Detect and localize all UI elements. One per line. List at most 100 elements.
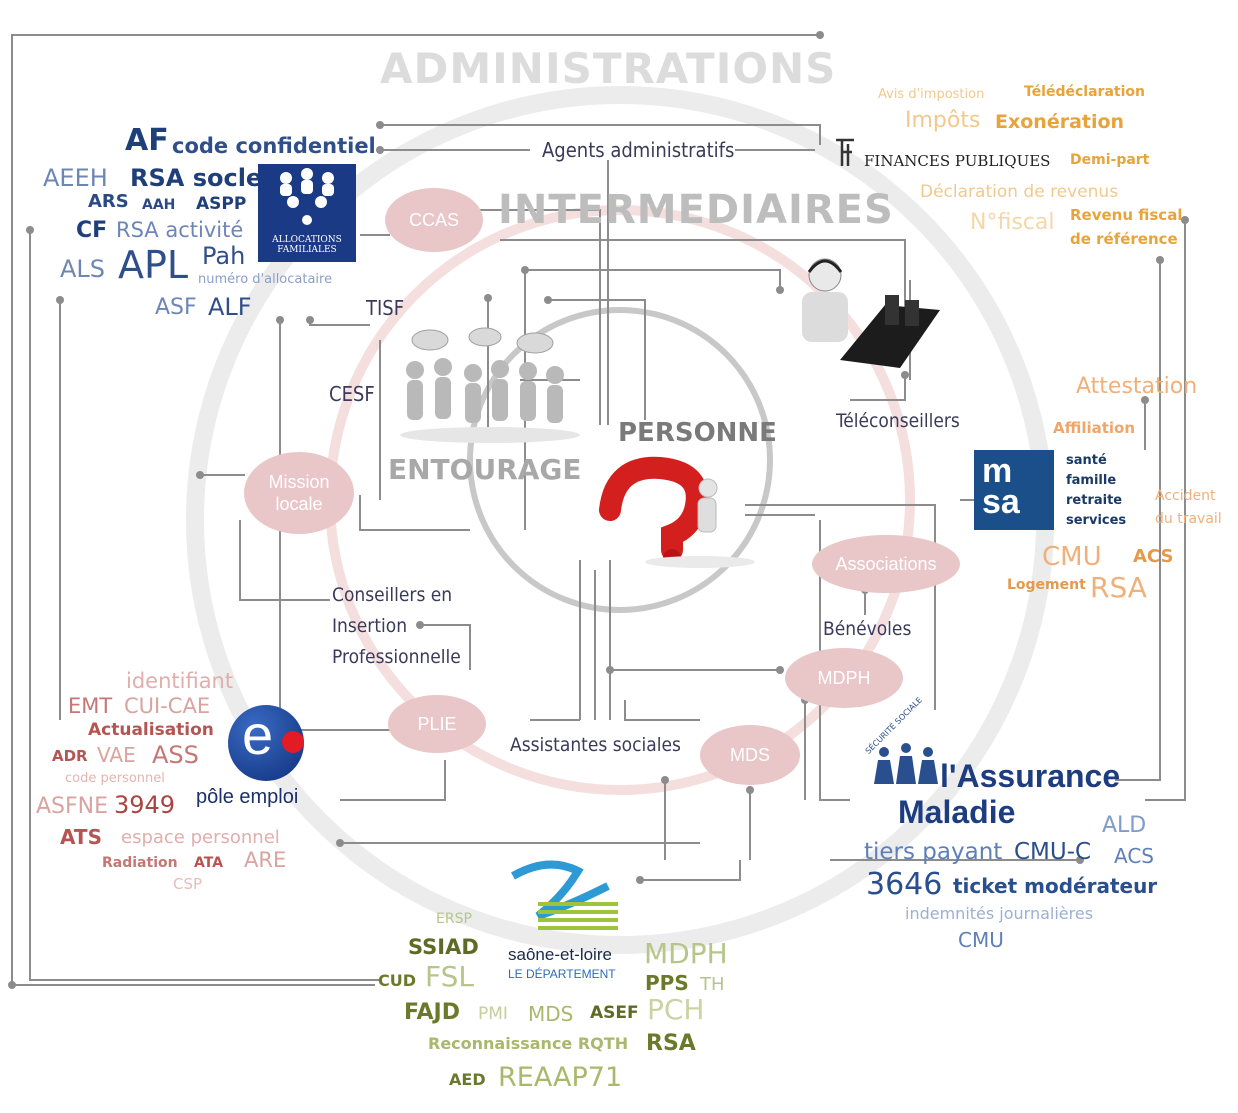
role-conseillers-3: Professionnelle	[332, 646, 461, 668]
caf-word-ars: ARS	[88, 191, 129, 212]
dept-word-ersp: ERSP	[436, 911, 472, 927]
pole-word-identifiant: identifiant	[126, 669, 234, 693]
role-cesf: CESF	[329, 382, 375, 406]
dept-word-asef: ASEF	[590, 1003, 639, 1023]
pole-word-asfne: ASFNE	[36, 794, 109, 819]
pole-emploi-red-dot	[282, 731, 304, 753]
administrations-heading: ADMINISTRATIONS	[380, 44, 837, 93]
caf-word-af: AF	[125, 123, 169, 158]
fin-word-nfiscal: N°fiscal	[970, 210, 1055, 235]
ameli-word-ticket: ticket modérateur	[953, 874, 1158, 898]
msa-line-famille: famille	[1066, 473, 1117, 488]
departement-logo-icon[interactable]	[508, 856, 620, 938]
dept-word-rsa: RSA	[646, 1031, 696, 1056]
teleconseillers-illustration	[802, 258, 940, 368]
msa-word-accident: Accident	[1155, 488, 1216, 504]
msa-line-services: services	[1066, 513, 1127, 528]
role-teleconseillers: Téléconseillers	[836, 410, 960, 432]
caf-logo-line1: ALLOCATIONS	[272, 235, 342, 245]
ameli-line1[interactable]: l'Assurance	[940, 758, 1121, 794]
departement-sub: LE DÉPARTEMENT	[508, 967, 616, 981]
dept-word-ssiad: SSIAD	[408, 935, 479, 959]
pole-word-radiation: Radiation	[102, 855, 178, 871]
pole-word-actualisation: Actualisation	[88, 720, 214, 740]
ccas-bubble[interactable]: CCAS	[385, 188, 483, 252]
role-assistantes: Assistantes sociales	[510, 734, 681, 756]
pole-word-ata: ATA	[194, 855, 224, 871]
msa-word-attestation: Attestation	[1076, 374, 1198, 399]
msa-word-affiliation: Affiliation	[1053, 419, 1136, 437]
msa-word-rsa: RSA	[1090, 571, 1147, 604]
msa-word-acs: ACS	[1133, 546, 1174, 567]
caf-logo[interactable]: ALLOCATIONS FAMILIALES	[258, 164, 356, 262]
pole-word-ats: ATS	[60, 825, 102, 849]
msa-line-retraite: retraite	[1066, 493, 1123, 508]
role-benevoles: Bénévoles	[823, 618, 912, 640]
mission-locale-bubble[interactable]: Mission locale	[244, 452, 354, 534]
msa-word-travail: du travail	[1155, 511, 1222, 527]
msa-word-cmu: CMU	[1042, 542, 1102, 572]
caf-word-apl: APL	[118, 243, 189, 287]
departement-name: saône-et-loire	[508, 945, 612, 964]
dept-word-cud: CUD	[378, 971, 417, 990]
pole-word-3949: 3949	[114, 791, 176, 819]
caf-word-asf: ASF	[155, 295, 197, 320]
pole-word-ass: ASS	[152, 741, 199, 769]
link-paths	[11, 34, 1186, 986]
finances-logo-text[interactable]: FINANCES PUBLIQUES	[864, 152, 1051, 170]
fin-word-reference: de référence	[1070, 230, 1178, 248]
ameli-word-acs: ACS	[1114, 844, 1154, 868]
ameli-word-3646: 3646	[866, 867, 943, 902]
fin-word-revenu: Revenu fiscal	[1070, 206, 1183, 224]
caf-word-alf: ALF	[208, 293, 252, 321]
fin-word-declaration: Déclaration de revenus	[920, 182, 1119, 202]
pole-word-vae: VAE	[97, 743, 136, 767]
ameli-figures-icon	[874, 743, 938, 784]
msa-line-sante: santé	[1066, 453, 1107, 468]
caf-family-icon	[280, 168, 334, 225]
pole-emploi-logo[interactable]: e	[228, 705, 304, 781]
caf-word-aspp: ASPP	[196, 194, 247, 214]
caf-logo-text: ALLOCATIONS FAMILIALES	[258, 235, 356, 256]
mds-bubble[interactable]: MDS	[700, 725, 800, 785]
pole-word-code: code personnel	[65, 771, 165, 786]
inner-ring	[467, 307, 773, 613]
dept-word-rqth: Reconnaissance RQTH	[428, 1034, 629, 1053]
fin-word-impots: Impôts	[905, 108, 981, 133]
pole-emploi-logo-text[interactable]: pôle emploi	[196, 786, 299, 808]
plie-bubble[interactable]: PLIE	[388, 695, 486, 753]
associations-bubble[interactable]: Associations	[812, 535, 960, 593]
caf-word-rsa-activite: RSA activité	[116, 218, 244, 242]
dept-word-fajd: FAJD	[404, 1000, 460, 1025]
link-dots	[8, 31, 1189, 989]
intermediaires-heading: INTERMEDIAIRES	[498, 187, 894, 233]
ameli-word-indemnites: indemnités journalières	[905, 904, 1094, 923]
role-conseillers-1: Conseillers en	[332, 584, 453, 606]
dept-word-mds: MDS	[528, 1002, 574, 1026]
pole-word-adr: ADR	[52, 747, 88, 765]
person-question-illustration	[599, 456, 755, 568]
pole-word-espace: espace personnel	[121, 827, 280, 848]
personne-heading: PERSONNE	[618, 418, 777, 448]
ameli-word-cmu: CMU	[958, 928, 1004, 952]
ameli-line2[interactable]: Maladie	[898, 794, 1016, 830]
caf-logo-line2: FAMILIALES	[277, 244, 337, 255]
entourage-heading: ENTOURAGE	[388, 453, 582, 486]
dept-word-fsl: FSL	[425, 960, 474, 993]
dept-word-mdph: MDPH	[644, 937, 728, 970]
ameli-word-tiers: tiers payant	[864, 839, 1003, 865]
dept-word-pps: PPS	[645, 971, 689, 995]
caf-word-numero: numéro d'allocataire	[198, 272, 333, 287]
role-tisf: TISF	[366, 296, 405, 320]
mdph-bubble[interactable]: MDPH	[785, 648, 903, 708]
ameli-word-ald: ALD	[1102, 813, 1147, 838]
caf-word-aeeh: AEEH	[43, 164, 108, 192]
pole-word-cuicae: CUI-CAE	[124, 694, 211, 718]
fin-word-exoneration: Exonération	[995, 111, 1125, 133]
fin-word-demipart: Demi-part	[1070, 152, 1150, 168]
caf-word-pah: Pah	[202, 242, 246, 270]
dept-word-pch: PCH	[647, 993, 705, 1026]
pole-word-are: ARE	[244, 848, 287, 872]
